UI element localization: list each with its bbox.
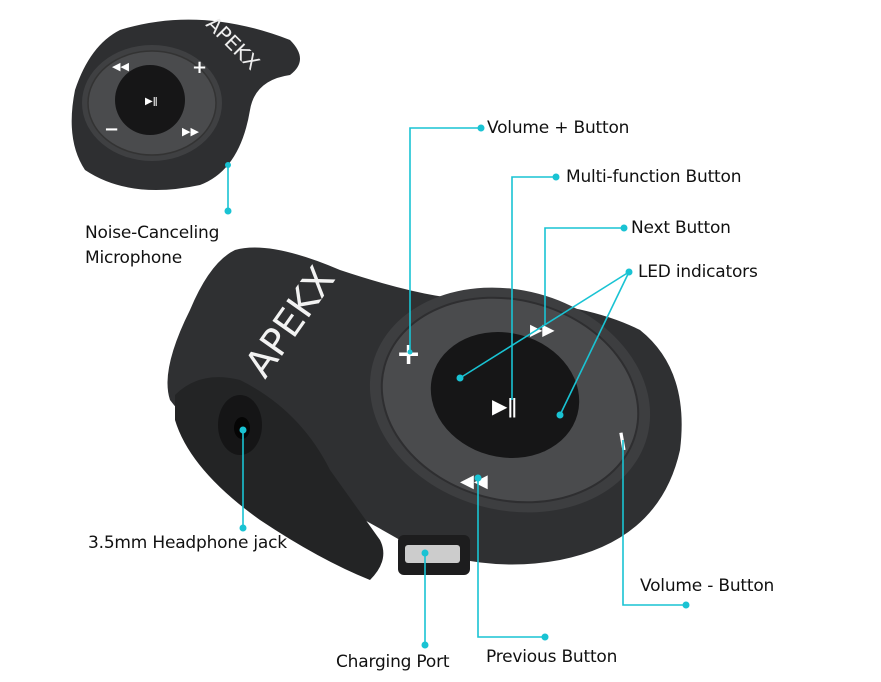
svg-text:◀◀: ◀◀ [112,60,129,73]
svg-text:▶▶: ▶▶ [182,125,199,138]
svg-text:▶ǁ: ▶ǁ [492,394,517,418]
label-volume-down: Volume - Button [640,576,775,596]
svg-text:+: + [396,337,421,372]
label-volume-up: Volume + Button [487,118,630,138]
svg-text:▶▶: ▶▶ [530,320,555,339]
svg-text:◀◀: ◀◀ [460,471,488,492]
label-mic-line1: Noise-Canceling [85,223,220,243]
label-mic-line2: Microphone [85,248,182,268]
svg-text:−: − [104,119,119,140]
leader-lines [224,124,690,649]
svg-text:▶ǁ: ▶ǁ [145,96,158,107]
label-charging: Charging Port [336,652,450,672]
label-previous: Previous Button [486,647,618,667]
label-led: LED indicators [638,262,758,282]
label-jack: 3.5mm Headphone jack [88,533,287,553]
small-device-image: APEKX + − ▶ǁ ▶▶ ◀◀ [71,12,301,191]
label-multi-function: Multi-function Button [566,167,742,187]
svg-text:+: + [192,57,207,78]
large-device-image: APEKX + − ▶ǁ ▶▶ ◀◀ [167,247,682,580]
label-next: Next Button [631,218,731,238]
